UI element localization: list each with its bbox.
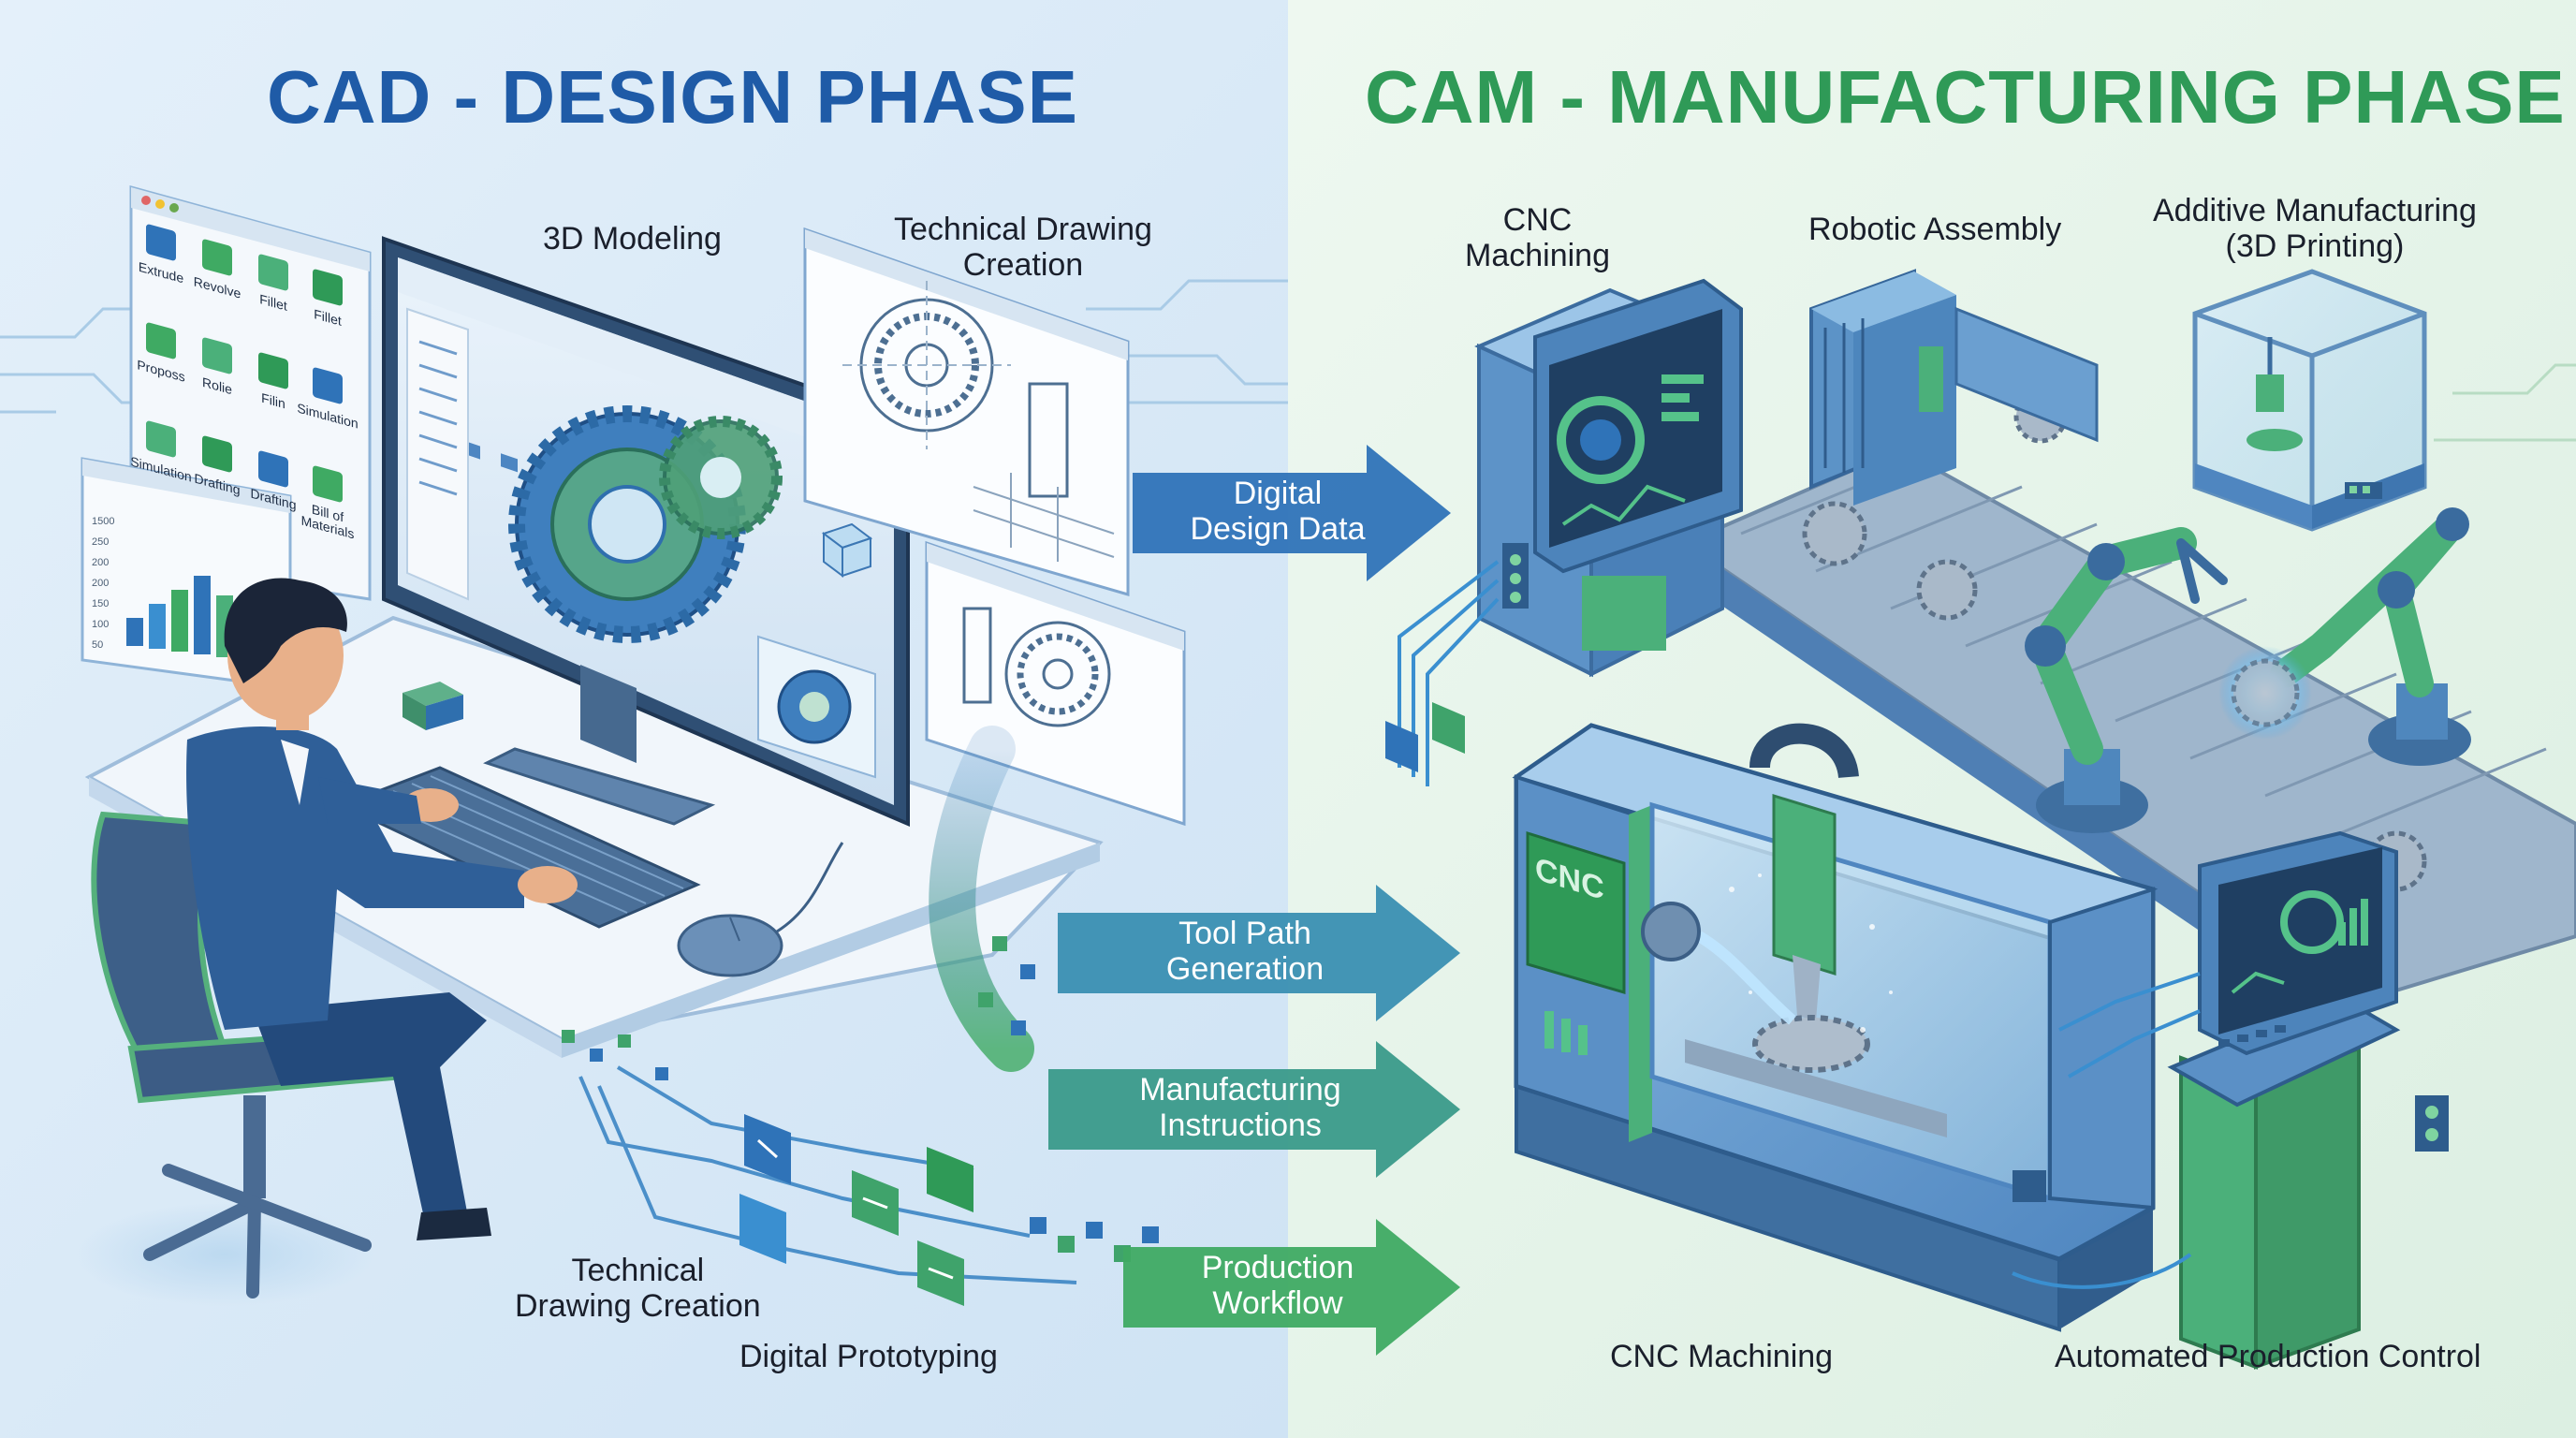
label-cnc-machining-top-line-2: Machining <box>1465 238 1610 273</box>
technical-drawing-window-top <box>803 227 1130 596</box>
label-cnc-machining-top-line-1: CNC <box>1502 202 1573 238</box>
cad-title: CAD - DESIGN PHASE <box>267 55 1078 139</box>
simulation-icon[interactable] <box>313 367 343 405</box>
flow-arrows <box>1048 445 1460 1356</box>
bill-of-materials-icon[interactable] <box>313 465 343 504</box>
drafting-icon[interactable] <box>258 450 288 489</box>
chart-y-tick-3: 200 <box>92 557 109 568</box>
proposs-icon[interactable] <box>146 322 176 360</box>
flow-arrow-1 <box>1133 445 1451 581</box>
3d-printer <box>2192 269 2427 532</box>
flow-arrow-label-3-line-1: Manufacturing <box>1139 1072 1341 1108</box>
chart-bar-4 <box>194 576 211 654</box>
chart-y-tick-6: 100 <box>92 619 109 630</box>
label-robotic-assembly: Robotic Assembly <box>1808 212 2062 247</box>
label-technical-drawing-bottom-line-1: Technical <box>571 1253 705 1288</box>
flow-arrow-label-4-line-1: Production <box>1201 1250 1354 1285</box>
label-digital-prototyping: Digital Prototyping <box>739 1339 998 1374</box>
flow-arrow-label-4-line-2: Workflow <box>1212 1285 1343 1321</box>
label-3d-modeling: 3D Modeling <box>543 221 722 257</box>
robotic-arm-left <box>2025 527 2228 833</box>
label-additive-manufacturing-line-2: (3D Printing) <box>2225 228 2405 264</box>
circuit-traces-left <box>0 279 1288 414</box>
engineer-person <box>186 578 578 1240</box>
cnc-input-doc-icons <box>1385 702 1465 772</box>
label-cnc-machining-top: CNC Machining <box>1465 202 1610 273</box>
flow-arrow-2 <box>1058 885 1460 1021</box>
extrude-icon[interactable] <box>146 224 176 262</box>
revolve-icon[interactable] <box>202 239 232 277</box>
control-console <box>2167 830 2449 1370</box>
desk-cube-model <box>402 682 463 730</box>
flow-arrow-label-1-line-2: Design Data <box>1190 511 1366 547</box>
fillet-icon[interactable] <box>258 254 288 292</box>
chart-y-tick-1: 1500 <box>92 516 114 527</box>
cam-title: CAM - MANUFACTURING PHASE <box>1365 55 2566 139</box>
chart-y-tick-2: 250 <box>92 536 109 548</box>
label-technical-drawing-top-line-1: Technical Drawing <box>894 212 1152 247</box>
curved-flow-ribbon <box>929 726 1034 1072</box>
gear-model <box>508 405 783 643</box>
chart-y-tick-4: 200 <box>92 578 109 589</box>
label-additive-manufacturing-line-1: Additive Manufacturing <box>2153 193 2477 228</box>
document-icons <box>739 1114 973 1306</box>
data-pixel-stream <box>562 936 1159 1262</box>
chart-y-ticks: 1500 250 200 200 150 100 50 <box>92 516 114 651</box>
chart-y-tick-7: 50 <box>92 639 103 651</box>
flow-arrow-3 <box>1048 1041 1460 1178</box>
label-technical-drawing-top-line-2: Creation <box>962 247 1084 283</box>
flow-arrow-label-3-line-2: Instructions <box>1159 1108 1322 1143</box>
chart-bar-2 <box>149 604 166 649</box>
chart-bar-1 <box>126 618 143 646</box>
filin-icon[interactable] <box>258 352 288 390</box>
flow-arrow-4 <box>1123 1219 1460 1356</box>
flow-arrow-label-2-line-1: Tool Path <box>1178 916 1311 951</box>
label-additive-manufacturing: Additive Manufacturing (3D Printing) <box>2153 193 2477 264</box>
label-technical-drawing-bottom-line-2: Drawing Creation <box>515 1288 761 1324</box>
view-cube-icon <box>821 522 873 578</box>
rolie-icon[interactable] <box>202 337 232 375</box>
drafting-icon[interactable] <box>202 435 232 474</box>
robotic-assembly-station <box>1809 269 2099 506</box>
cnc-machine-main <box>1512 723 2159 1332</box>
cnc-station-top <box>1474 278 1743 678</box>
fillet-icon[interactable] <box>313 269 343 307</box>
monitor <box>382 236 910 828</box>
circuit-traces-right <box>2434 363 2576 442</box>
chart-bar-3 <box>171 590 188 652</box>
flow-arrow-label-2-line-2: Generation <box>1165 951 1325 987</box>
label-automated-production-control: Automated Production Control <box>2055 1339 2481 1374</box>
chart-y-tick-5: 150 <box>92 598 109 609</box>
label-technical-drawing-bottom: Technical Drawing Creation <box>515 1253 761 1324</box>
mouse <box>677 842 844 977</box>
console-input-lines <box>2012 972 2201 1289</box>
robotic-arm-right <box>2218 507 2471 766</box>
flow-arrow-label-1-line-1: Digital <box>1233 476 1323 511</box>
simulation-icon[interactable] <box>146 420 176 459</box>
label-technical-drawing-top: Technical Drawing Creation <box>894 212 1152 283</box>
label-cnc-machining-bottom: CNC Machining <box>1610 1339 1834 1374</box>
